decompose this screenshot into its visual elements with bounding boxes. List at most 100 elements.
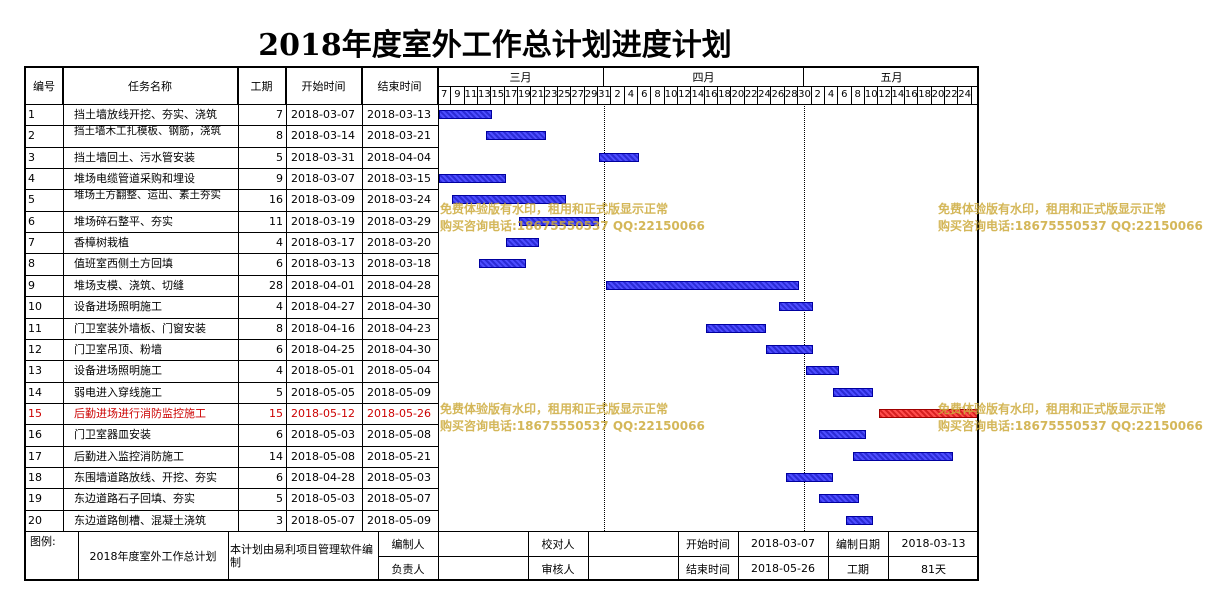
plan-name: 2018年度室外工作总计划 [89, 550, 217, 563]
end-value: 2018-05-26 [751, 562, 815, 575]
end-label: 结束时间 [686, 562, 730, 576]
gantt-bar-task-18[interactable] [785, 472, 833, 482]
task-end: 2018-05-09 [367, 513, 431, 527]
task-duration: 7 [276, 108, 283, 121]
task-end: 2018-04-30 [367, 300, 431, 314]
gantt-bar-task-5[interactable] [452, 195, 566, 205]
task-start: 2018-04-01 [291, 278, 355, 292]
task-id: 17 [28, 449, 42, 463]
task-id: 4 [28, 172, 35, 186]
day-tick: 4 [625, 86, 639, 104]
gantt-bar-task-14[interactable] [832, 387, 873, 397]
gantt-bar-task-20[interactable] [845, 515, 873, 525]
gantt-bar-task-9[interactable] [605, 280, 800, 290]
task-start: 2018-04-25 [291, 342, 355, 356]
gantt-bar-task-6[interactable] [519, 216, 600, 226]
task-end: 2018-03-21 [367, 129, 431, 143]
task-end: 2018-04-28 [367, 278, 431, 292]
compile-date-label: 编制日期 [836, 537, 880, 551]
task-name: 堆场土方翻整、运出、素土夯实 [74, 189, 221, 202]
day-tick: 26 [772, 86, 785, 104]
task-name: 东围墙道路放线、开挖、夯实 [74, 470, 217, 484]
task-end: 2018-04-04 [367, 150, 431, 164]
gantt-bar-task-11[interactable] [705, 323, 766, 333]
task-end: 2018-03-24 [367, 193, 431, 207]
watermark-3: 免费体验版有水印，租用和正式版显示正常 购买咨询电话:18675550537 Q… [440, 402, 705, 433]
gantt-bar-task-19[interactable] [819, 494, 860, 504]
task-end: 2018-05-07 [367, 492, 431, 506]
gantt-bar-task-3[interactable] [599, 152, 640, 162]
task-start: 2018-05-07 [291, 513, 355, 527]
task-start: 2018-03-31 [291, 150, 355, 164]
compile-date-value: 2018-03-13 [901, 537, 966, 550]
footer-info: 图例: 2018年度室外工作总计划 本计划由易利项目管理软件编制 编制人 负责人… [26, 531, 977, 579]
gantt-bar-task-17[interactable] [852, 451, 953, 461]
task-duration: 6 [276, 470, 283, 484]
gantt-bar-task-10[interactable] [779, 302, 813, 312]
watermark-2: 免费体验版有水印，租用和正式版显示正常 购买咨询电话:18675550537 Q… [938, 202, 1203, 233]
day-tick: 19 [518, 86, 532, 104]
task-end: 2018-04-23 [367, 321, 431, 335]
task-id: 9 [28, 278, 35, 292]
day-tick: 24 [958, 86, 972, 104]
day-tick: 6 [838, 86, 852, 104]
gantt-bar-task-16[interactable] [819, 430, 866, 440]
day-tick: 27 [571, 86, 585, 104]
day-tick: 10 [865, 86, 879, 104]
day-tick: 11 [465, 86, 478, 104]
gantt-bar-task-15[interactable] [879, 408, 977, 418]
task-id: 5 [28, 193, 35, 207]
gantt-bar-task-8[interactable] [479, 259, 526, 269]
gantt-bar-task-4[interactable] [439, 174, 506, 184]
task-duration: 9 [276, 172, 283, 186]
gantt-bar-task-12[interactable] [765, 344, 813, 354]
task-start: 2018-03-19 [291, 214, 355, 228]
task-id: 14 [28, 385, 42, 399]
day-tick: 12 [878, 86, 892, 104]
month-march: 三月 [438, 68, 604, 86]
gantt-bar-task-7[interactable] [505, 238, 540, 248]
day-tick: 18 [918, 86, 932, 104]
duration-label: 工期 [847, 562, 869, 576]
day-tick: 8 [651, 86, 665, 104]
gantt-bar-task-13[interactable] [805, 366, 840, 376]
start-label: 开始时间 [686, 537, 730, 551]
gantt-bar-task-2[interactable] [485, 131, 546, 141]
compiler-value[interactable] [438, 531, 528, 556]
task-start: 2018-03-13 [291, 257, 355, 271]
day-tick: 8 [852, 86, 865, 104]
task-start: 2018-05-03 [291, 492, 355, 506]
task-start: 2018-03-17 [291, 236, 355, 250]
gantt-bar-task-1[interactable] [439, 110, 493, 119]
task-id: 15 [28, 406, 42, 420]
task-duration: 4 [276, 300, 283, 314]
day-tick: 20 [731, 86, 745, 104]
task-name: 门卫室器皿安装 [74, 428, 151, 442]
month-divider-may [804, 104, 805, 531]
month-divider-april [604, 104, 605, 531]
task-start: 2018-03-09 [291, 193, 355, 207]
owner-label: 负责人 [391, 562, 425, 576]
task-id: 12 [28, 342, 42, 356]
task-start: 2018-05-12 [291, 406, 355, 420]
